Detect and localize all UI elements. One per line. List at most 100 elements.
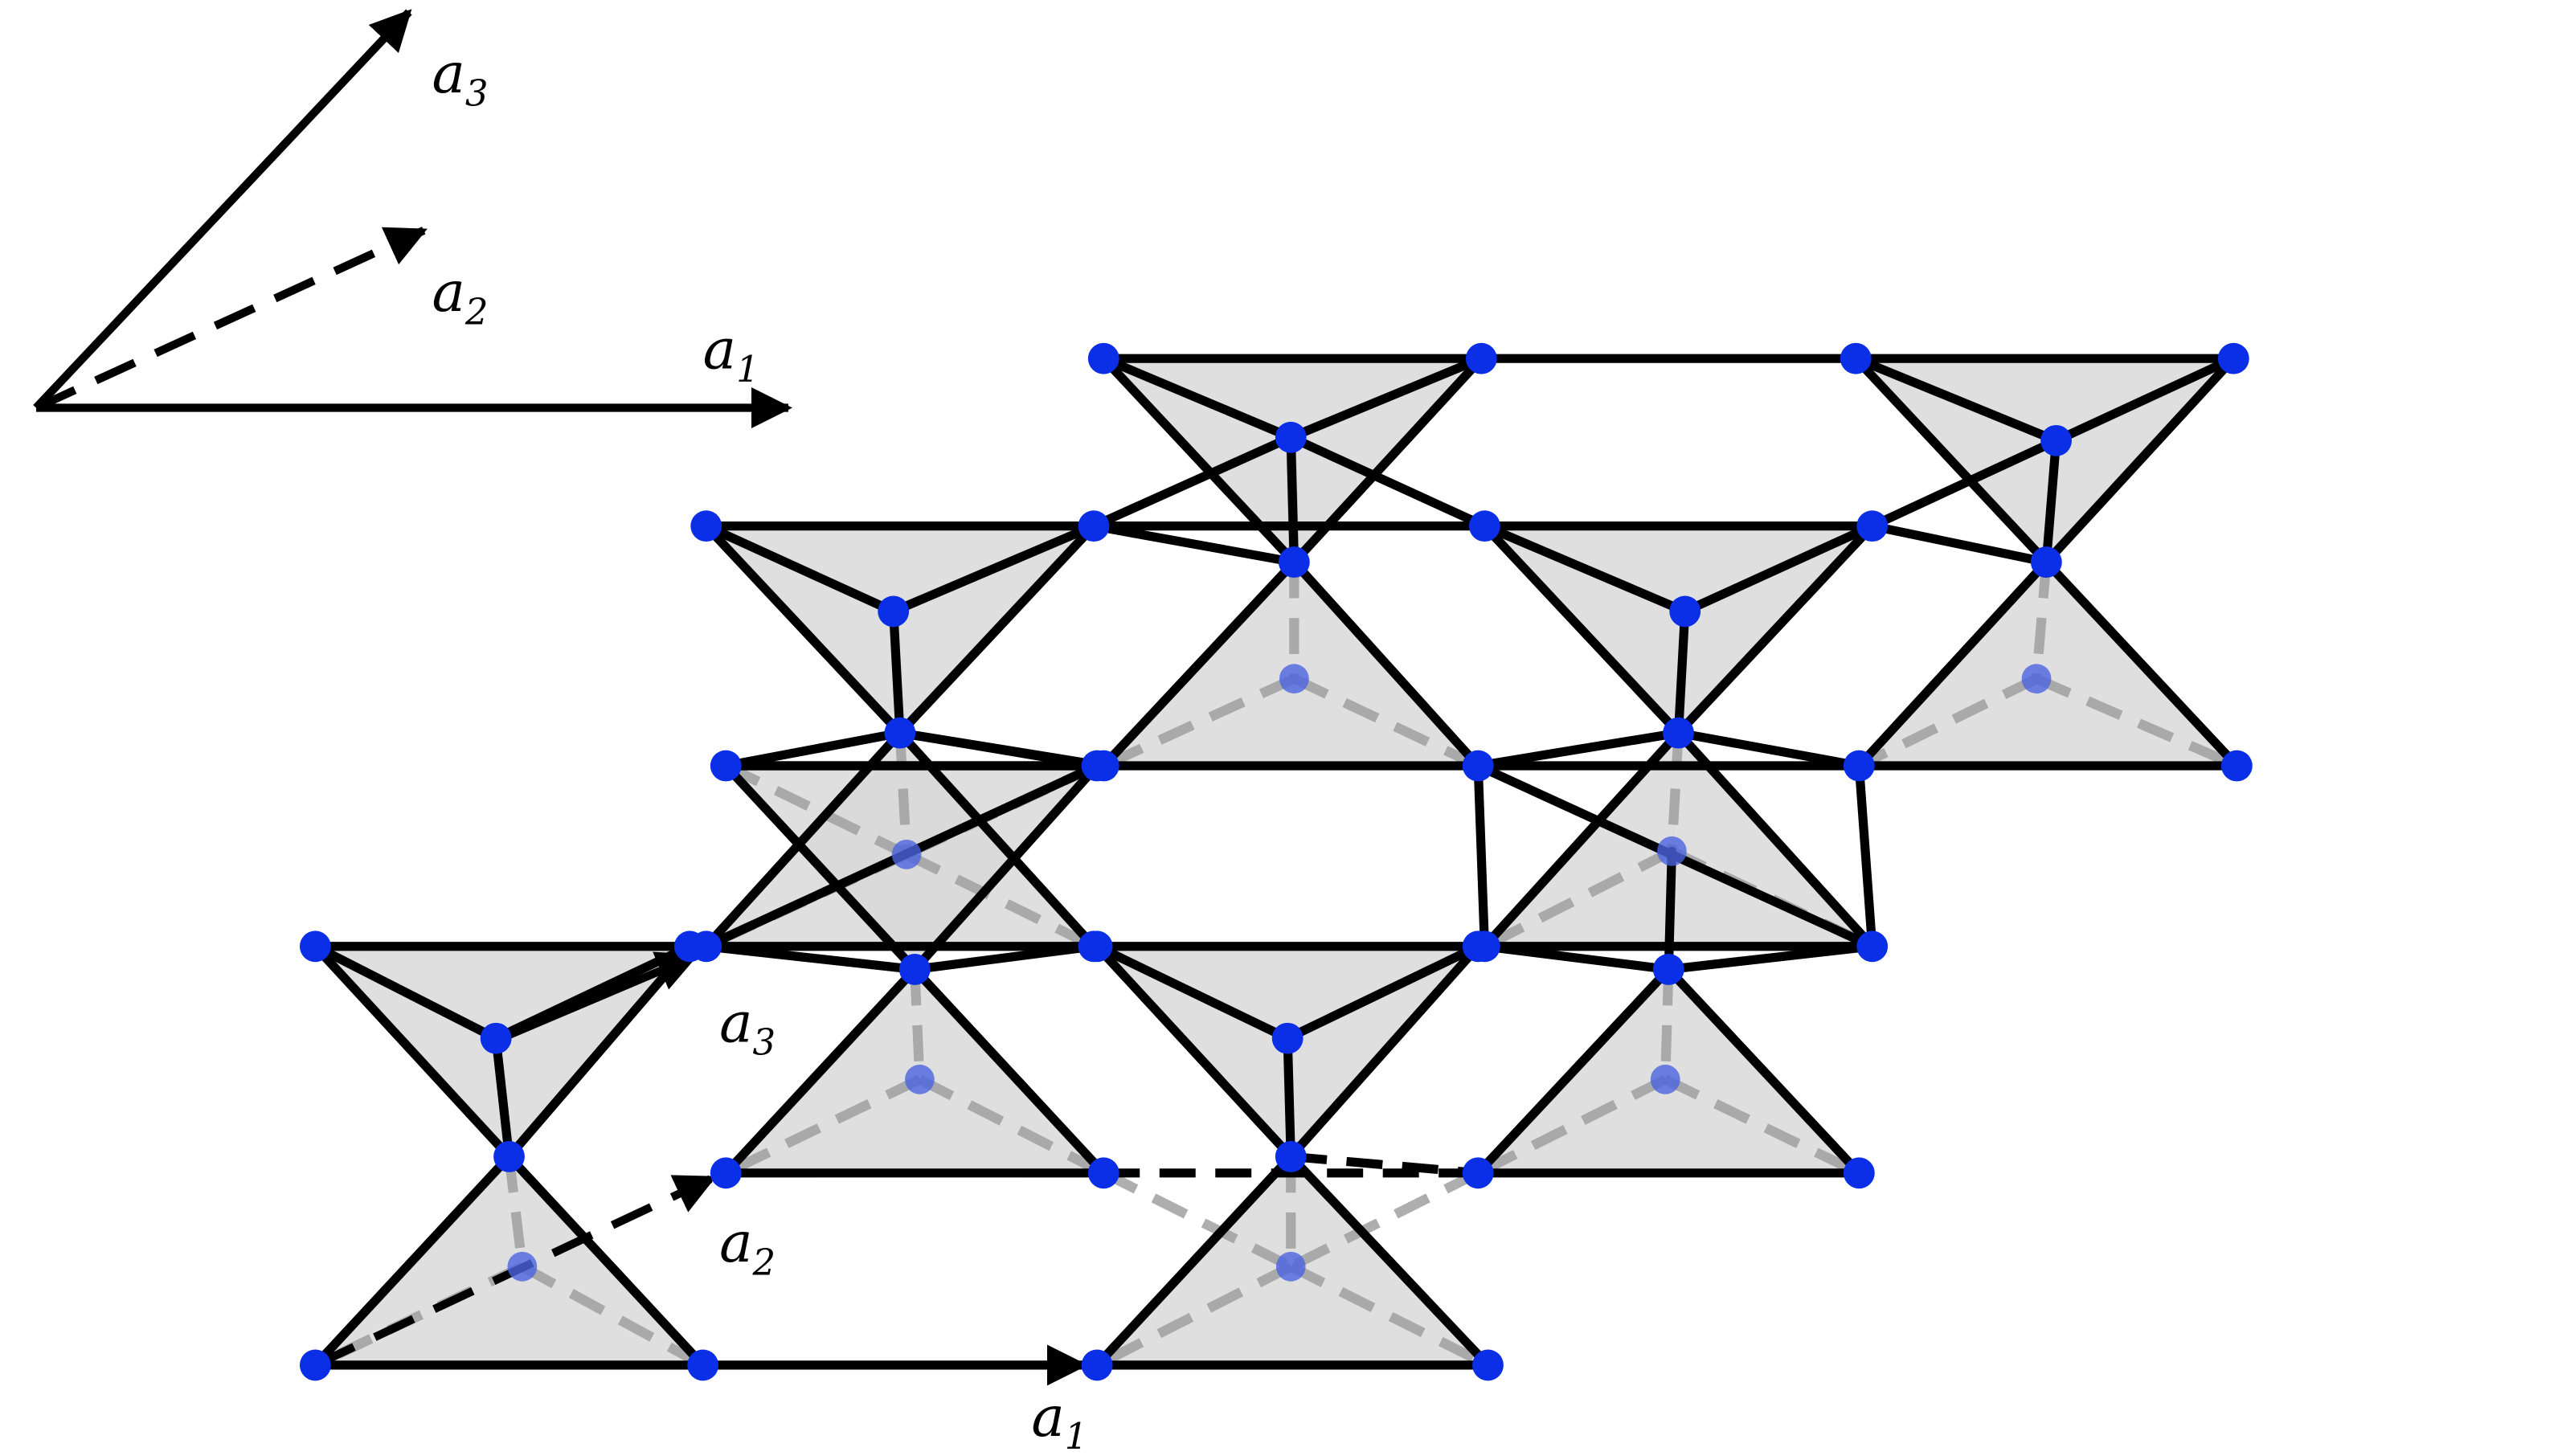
vertex (1843, 1157, 1875, 1189)
edge (1473, 728, 1684, 771)
edge (1479, 942, 1673, 975)
vertex (1462, 1157, 1494, 1189)
edge (1283, 1033, 1295, 1161)
edge (1868, 436, 2061, 531)
lattice-a3-label: a3 (719, 991, 776, 1063)
edge (310, 1151, 514, 1370)
edge (1286, 354, 1486, 442)
tetrahedron-face (706, 526, 1095, 734)
edge (702, 521, 898, 616)
edge (491, 1033, 514, 1161)
edge (1664, 846, 1676, 975)
hidden-vertex (905, 1064, 935, 1094)
vertex (1663, 717, 1694, 749)
edge (1473, 964, 1673, 1178)
edge (1099, 557, 1299, 771)
tetrahedron-face (1103, 562, 1479, 767)
vertex (1087, 1157, 1119, 1189)
vertex (1078, 510, 1110, 542)
hidden-edge (1291, 674, 1480, 771)
edge (1089, 432, 1295, 531)
vertex (1081, 930, 1113, 963)
vertex (690, 510, 722, 542)
vertex (673, 930, 706, 963)
vertex (1462, 930, 1494, 963)
vertex (1462, 750, 1494, 782)
legend-a2-label: a2 (432, 260, 488, 333)
vertex (1275, 421, 1307, 453)
edge (310, 942, 514, 1161)
edge (1286, 432, 1490, 531)
lattice-a2-label: a2 (719, 1211, 776, 1283)
edge (702, 942, 919, 975)
edge (1673, 728, 1877, 951)
tetrahedron-face (1484, 526, 1872, 734)
vertex (1081, 1349, 1113, 1381)
edge (1289, 557, 1483, 771)
vector-labels: a3 a2 a1 a3 a2 a1 (432, 42, 1087, 1456)
edge (1283, 942, 1483, 1043)
edge (702, 728, 905, 951)
hidden-edge (519, 1262, 706, 1370)
vertex (1856, 930, 1889, 963)
edge (1092, 1151, 1295, 1370)
vertex (1472, 1349, 1504, 1381)
edge (1664, 942, 1877, 975)
edge (1286, 432, 1299, 567)
hidden-vertex (507, 1251, 538, 1282)
vertex (1840, 342, 1872, 374)
edge (1664, 964, 1864, 1178)
edge (721, 728, 905, 771)
vertex (1275, 1140, 1307, 1172)
edge (1854, 557, 2051, 771)
edge (1099, 354, 1295, 442)
legend-a1-label: a1 (703, 317, 759, 390)
edge (1673, 728, 1864, 771)
edge (1680, 521, 1877, 616)
edge (2041, 557, 2241, 771)
vertex (878, 595, 910, 628)
vertex (1652, 953, 1684, 985)
edge (889, 521, 1099, 616)
vertex (710, 1157, 742, 1189)
edge (1089, 521, 1299, 567)
vertex (1087, 342, 1119, 374)
hidden-edge (1101, 1168, 1294, 1271)
tetrahedron-face (1856, 358, 2234, 562)
vertex (480, 1022, 512, 1054)
hidden-edge (1475, 1074, 1668, 1178)
edge (721, 964, 919, 1178)
edge (1286, 942, 1483, 1161)
hidden-edge (1667, 732, 1684, 852)
vertex (1081, 750, 1113, 782)
edge (1479, 521, 1684, 738)
vertex (687, 1349, 719, 1381)
vertex (2030, 546, 2062, 579)
edge (310, 942, 501, 1043)
edge (895, 728, 1102, 771)
edge (702, 521, 905, 738)
edge (895, 728, 1099, 951)
vertex (1856, 510, 1889, 542)
hidden-edge (723, 1074, 923, 1178)
edge (895, 521, 1099, 738)
hidden-edge (2034, 674, 2239, 771)
hidden-edge (894, 732, 912, 855)
edge (1868, 521, 2051, 567)
hidden-vertex (1656, 836, 1687, 866)
dashed-edge (1290, 1151, 1479, 1178)
hidden-edge (2031, 562, 2052, 680)
edge (1479, 728, 1684, 951)
hidden-edge (1101, 674, 1296, 771)
vertex (884, 717, 916, 749)
edge (1854, 761, 1877, 951)
edge (1479, 521, 1690, 616)
vertex (898, 953, 931, 985)
edge (910, 942, 1099, 975)
edge (910, 964, 1108, 1178)
vertex (299, 1349, 331, 1381)
hidden-edge (904, 849, 1096, 951)
lattice-a1-label: a1 (1031, 1385, 1087, 1456)
edge (1851, 354, 2051, 567)
hidden-edge (1482, 846, 1675, 951)
